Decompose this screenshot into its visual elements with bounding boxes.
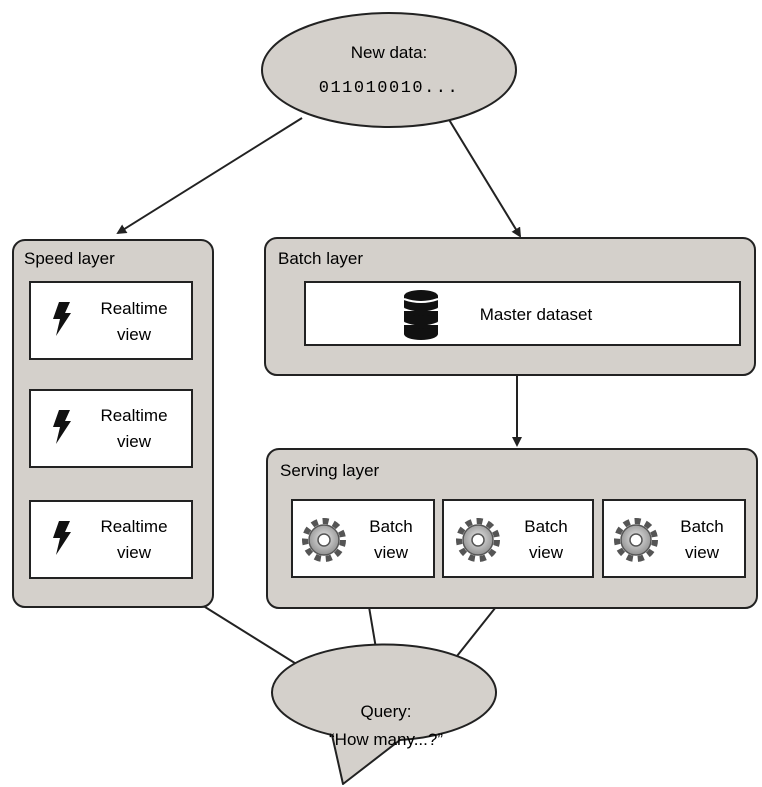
gear-icon bbox=[302, 518, 346, 562]
batch-view: Batch view bbox=[602, 499, 746, 578]
serving-layer: Serving layer Batch view Batch view bbox=[266, 448, 758, 609]
speed-layer-title: Speed layer bbox=[24, 249, 115, 268]
arrow-newdata-to-speed bbox=[116, 117, 303, 235]
speed-layer: Speed layer Realtime view Realtime view … bbox=[12, 239, 214, 608]
batch-layer-title: Batch layer bbox=[278, 249, 363, 268]
lightning-icon bbox=[53, 302, 71, 336]
query-text: “How many...?” bbox=[329, 730, 443, 749]
realtime-view: Realtime view bbox=[29, 281, 193, 360]
batch-view-line2: view bbox=[529, 543, 564, 562]
serving-layer-title: Serving layer bbox=[280, 461, 380, 480]
new-data-value: 011010010... bbox=[319, 79, 459, 98]
batch-view: Batch view bbox=[291, 499, 435, 578]
realtime-view-line2: view bbox=[117, 432, 152, 451]
realtime-view: Realtime view bbox=[29, 389, 193, 468]
batch-view-line1: Batch bbox=[680, 517, 723, 536]
batch-view-line2: view bbox=[685, 543, 720, 562]
arrow-newdata-to-batch bbox=[447, 117, 522, 238]
query-label: Query: bbox=[360, 702, 411, 721]
realtime-view: Realtime view bbox=[29, 500, 193, 579]
batch-view: Batch view bbox=[442, 499, 594, 578]
batch-view-line2: view bbox=[374, 543, 409, 562]
batch-view-line1: Batch bbox=[524, 517, 567, 536]
new-data-node: New data: 011010010... bbox=[261, 12, 517, 128]
query-bubble: Query: “How many...?” bbox=[271, 643, 498, 785]
lightning-icon bbox=[53, 410, 71, 444]
master-dataset-box: Master dataset bbox=[304, 281, 741, 346]
lightning-icon bbox=[53, 521, 71, 555]
realtime-view-line2: view bbox=[117, 325, 152, 344]
master-dataset-label: Master dataset bbox=[480, 305, 593, 324]
batch-view-line1: Batch bbox=[369, 517, 412, 536]
new-data-label: New data: bbox=[351, 43, 428, 62]
realtime-view-line1: Realtime bbox=[100, 406, 167, 425]
database-icon bbox=[403, 290, 439, 340]
batch-layer: Batch layer Master dataset bbox=[264, 237, 756, 376]
realtime-view-line1: Realtime bbox=[100, 517, 167, 536]
gear-icon bbox=[614, 518, 658, 562]
realtime-view-line1: Realtime bbox=[100, 299, 167, 318]
gear-icon bbox=[456, 518, 500, 562]
realtime-view-line2: view bbox=[117, 543, 152, 562]
